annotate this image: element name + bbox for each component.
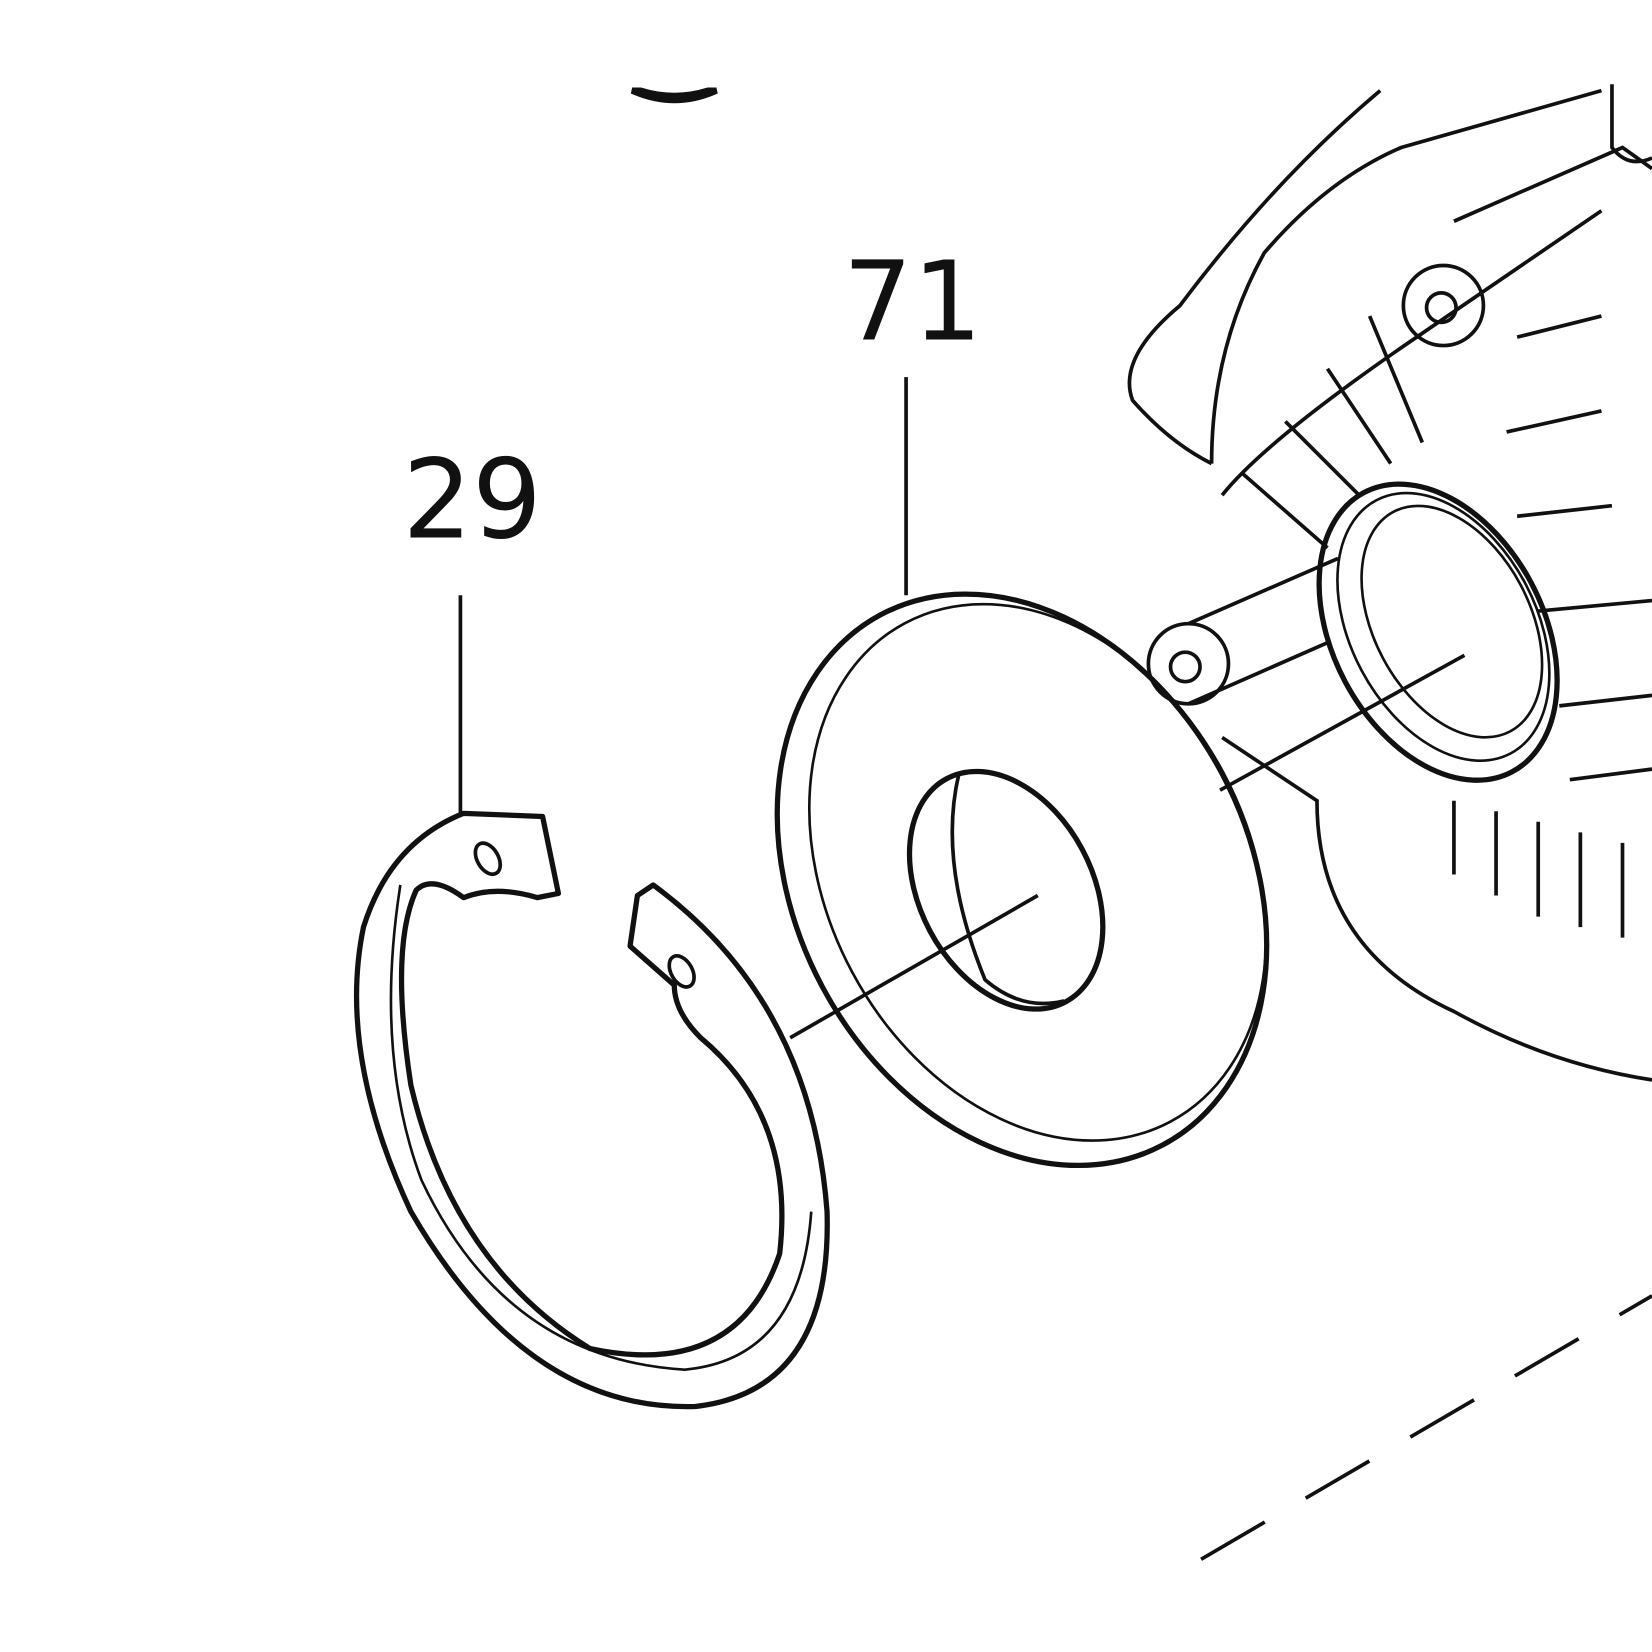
housing	[1127, 84, 1652, 1082]
partial-part-top	[630, 87, 718, 104]
snap-ring-part-29	[353, 810, 830, 1410]
dashed-centerline	[1200, 1294, 1652, 1561]
washer-part-71	[774, 591, 1270, 1169]
axis-line-washer	[789, 893, 1039, 1040]
callout-label-29: 29	[402, 435, 541, 563]
callout-label-71: 71	[843, 237, 982, 365]
axis-line-housing	[1219, 653, 1466, 792]
